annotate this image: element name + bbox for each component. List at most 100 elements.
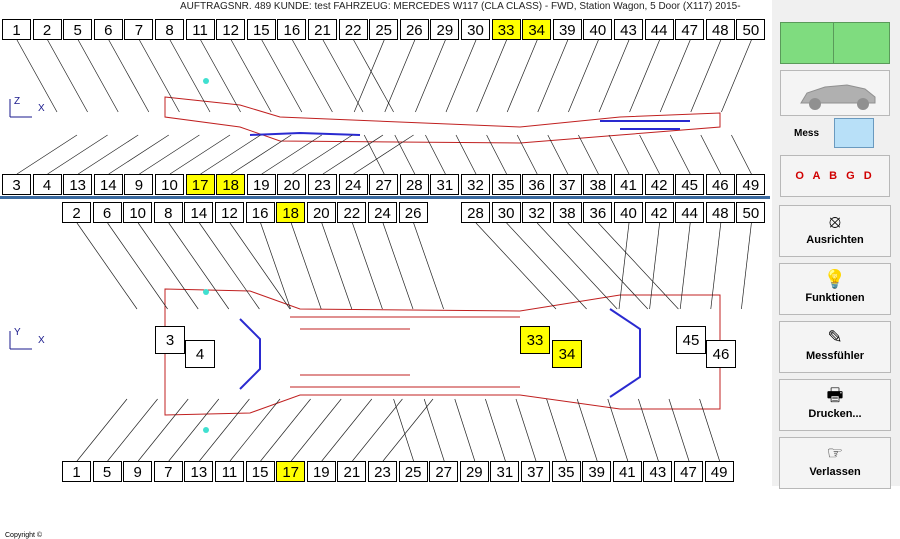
measure-point-24[interactable]: 24 <box>368 202 397 223</box>
measure-point-1[interactable]: 1 <box>62 461 91 482</box>
measure-point-44[interactable]: 44 <box>644 19 674 40</box>
measure-point-34[interactable]: 34 <box>522 19 552 40</box>
measure-point-26[interactable]: 26 <box>399 19 429 40</box>
measure-point-45[interactable]: 45 <box>676 326 706 354</box>
measure-point-17[interactable]: 17 <box>185 174 215 195</box>
measure-point-33[interactable]: 33 <box>520 326 550 354</box>
measure-point-47[interactable]: 47 <box>675 19 705 40</box>
measure-point-41[interactable]: 41 <box>614 174 643 195</box>
measure-point-28[interactable]: 28 <box>461 202 490 223</box>
measure-point-33[interactable]: 33 <box>491 19 521 40</box>
measure-point-12[interactable]: 12 <box>216 19 246 40</box>
measure-point-32[interactable]: 32 <box>522 202 552 223</box>
measure-point-37[interactable]: 37 <box>552 174 582 195</box>
measure-point-8[interactable]: 8 <box>155 19 184 40</box>
measure-point-21[interactable]: 21 <box>308 19 337 40</box>
measure-point-40[interactable]: 40 <box>614 202 643 223</box>
measure-point-18[interactable]: 18 <box>216 174 246 195</box>
measure-point-46[interactable]: 46 <box>705 174 735 195</box>
measure-point-9[interactable]: 9 <box>123 461 153 482</box>
measure-point-35[interactable]: 35 <box>491 174 521 195</box>
measure-point-25[interactable]: 25 <box>369 19 399 40</box>
measure-point-43[interactable]: 43 <box>643 461 673 482</box>
measure-point-10[interactable]: 10 <box>123 202 153 223</box>
measure-point-4[interactable]: 4 <box>32 174 62 195</box>
measure-point-20[interactable]: 20 <box>277 174 307 195</box>
measure-point-13[interactable]: 13 <box>184 461 214 482</box>
measure-point-15[interactable]: 15 <box>245 461 275 482</box>
measure-point-20[interactable]: 20 <box>306 202 336 223</box>
measure-point-14[interactable]: 14 <box>93 174 123 195</box>
measure-point-27[interactable]: 27 <box>429 461 459 482</box>
measure-point-18[interactable]: 18 <box>276 202 306 223</box>
measure-point-23[interactable]: 23 <box>308 174 337 195</box>
measure-point-31[interactable]: 31 <box>430 174 460 195</box>
measure-point-29[interactable]: 29 <box>430 19 460 40</box>
measure-point-11[interactable]: 11 <box>215 461 244 482</box>
measure-point-6[interactable]: 6 <box>93 19 123 40</box>
measure-point-3[interactable]: 3 <box>155 326 185 354</box>
oabgd-selector[interactable]: O A B G D <box>780 155 890 197</box>
verlassen-button[interactable]: ☞Verlassen <box>779 437 891 489</box>
ausrichten-button[interactable]: ⦻Ausrichten <box>779 205 891 257</box>
car-thumbnail-button[interactable] <box>780 70 890 116</box>
measure-point-31[interactable]: 31 <box>490 461 520 482</box>
measure-point-50[interactable]: 50 <box>736 202 766 223</box>
measure-point-29[interactable]: 29 <box>459 461 489 482</box>
measure-point-26[interactable]: 26 <box>398 202 428 223</box>
measure-point-39[interactable]: 39 <box>582 461 612 482</box>
measure-point-19[interactable]: 19 <box>306 461 336 482</box>
measure-point-45[interactable]: 45 <box>675 174 705 195</box>
measure-point-13[interactable]: 13 <box>63 174 93 195</box>
measure-point-7[interactable]: 7 <box>153 461 183 482</box>
measure-point-23[interactable]: 23 <box>368 461 397 482</box>
measure-point-15[interactable]: 15 <box>246 19 276 40</box>
measure-point-48[interactable]: 48 <box>705 19 735 40</box>
measure-point-7[interactable]: 7 <box>124 19 154 40</box>
measure-point-30[interactable]: 30 <box>491 202 521 223</box>
measure-point-27[interactable]: 27 <box>369 174 399 195</box>
measure-point-41[interactable]: 41 <box>612 461 642 482</box>
measure-point-21[interactable]: 21 <box>337 461 367 482</box>
drucken-button[interactable]: 🖶Drucken... <box>779 379 891 431</box>
measure-point-6[interactable]: 6 <box>92 202 122 223</box>
measure-point-22[interactable]: 22 <box>338 19 368 40</box>
funktionen-button[interactable]: 💡Funktionen <box>779 263 891 315</box>
measure-point-24[interactable]: 24 <box>338 174 368 195</box>
measure-point-40[interactable]: 40 <box>583 19 613 40</box>
measure-point-38[interactable]: 38 <box>583 174 613 195</box>
measure-point-16[interactable]: 16 <box>245 202 275 223</box>
measure-point-1[interactable]: 1 <box>2 19 31 40</box>
measure-point-16[interactable]: 16 <box>277 19 307 40</box>
measure-point-36[interactable]: 36 <box>583 202 613 223</box>
measure-point-48[interactable]: 48 <box>705 202 735 223</box>
measure-point-37[interactable]: 37 <box>521 461 550 482</box>
measure-point-43[interactable]: 43 <box>614 19 643 40</box>
measure-point-42[interactable]: 42 <box>644 174 674 195</box>
measure-point-46[interactable]: 46 <box>706 340 736 368</box>
messfühler-button[interactable]: ✎Messfühler <box>779 321 891 373</box>
measure-point-9[interactable]: 9 <box>124 174 154 195</box>
measure-point-50[interactable]: 50 <box>736 19 766 40</box>
measure-point-17[interactable]: 17 <box>276 461 306 482</box>
measure-point-35[interactable]: 35 <box>551 461 581 482</box>
measure-point-42[interactable]: 42 <box>644 202 674 223</box>
measure-point-39[interactable]: 39 <box>552 19 582 40</box>
measure-point-3[interactable]: 3 <box>2 174 31 195</box>
measure-point-14[interactable]: 14 <box>184 202 214 223</box>
measure-point-38[interactable]: 38 <box>552 202 582 223</box>
measure-point-2[interactable]: 2 <box>62 202 91 223</box>
measure-point-25[interactable]: 25 <box>398 461 428 482</box>
measure-point-44[interactable]: 44 <box>675 202 705 223</box>
measure-point-10[interactable]: 10 <box>155 174 184 195</box>
status-indicator[interactable] <box>780 22 890 64</box>
measure-point-5[interactable]: 5 <box>63 19 93 40</box>
measure-point-5[interactable]: 5 <box>92 461 122 482</box>
measure-point-22[interactable]: 22 <box>337 202 367 223</box>
measure-point-47[interactable]: 47 <box>674 461 703 482</box>
measure-point-36[interactable]: 36 <box>522 174 552 195</box>
measure-point-8[interactable]: 8 <box>153 202 183 223</box>
measure-point-49[interactable]: 49 <box>736 174 766 195</box>
mess-field[interactable] <box>834 118 874 148</box>
measure-point-11[interactable]: 11 <box>185 19 215 40</box>
